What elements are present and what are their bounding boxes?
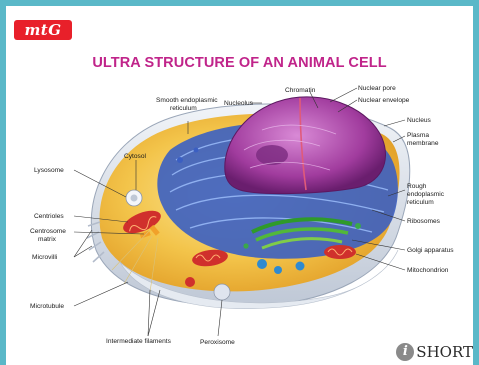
label-golgi: Golgi apparatus (407, 247, 454, 254)
label-nuclear-envelope: Nuclear envelope (358, 97, 410, 104)
label-peroxisome: Peroxisome (200, 339, 235, 346)
label-cytosol: Cytosol (124, 153, 147, 160)
label-centrioles: Centrioles (34, 213, 64, 220)
label-rough-er-2: endoplasmic (407, 191, 445, 198)
label-rough-er: Rough (407, 183, 427, 190)
label-centrosome-2: matrix (38, 236, 57, 243)
label-nucleolus: Nucleolus (224, 100, 254, 107)
label-plasma-membrane-2: membrane (407, 140, 439, 147)
label-centrosome: Centrosome (30, 228, 66, 235)
ishort-watermark: i SHORT (396, 343, 473, 361)
label-intermediate-filaments: Intermediate filaments (106, 338, 172, 345)
label-ribosomes: Ribosomes (407, 218, 441, 225)
label-rough-er-3: reticulum (407, 199, 434, 206)
label-chromatin: Chromatin (285, 87, 316, 94)
label-microtubule: Microtubule (30, 303, 64, 310)
label-smooth-er: Smooth endoplasmic (156, 97, 218, 104)
ishort-text: SHORT (416, 343, 473, 361)
label-nucleus: Nucleus (407, 117, 432, 124)
ishort-icon: i (396, 343, 414, 361)
label-smooth-er-2: reticulum (170, 105, 197, 112)
label-microvilli: Microvilli (32, 254, 58, 261)
label-nuclear-pore: Nuclear pore (358, 85, 396, 92)
label-lysosome: Lysosome (34, 167, 64, 174)
label-plasma-membrane: Plasma (407, 132, 429, 139)
label-mitochondrion: Mitochondrion (407, 267, 449, 274)
